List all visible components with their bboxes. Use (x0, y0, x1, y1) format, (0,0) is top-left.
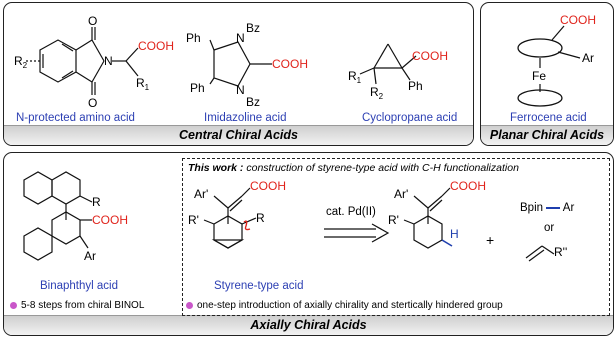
nitrogen-atom: N (104, 54, 113, 68)
r-double-prime-group: R'' (554, 245, 567, 259)
planar-chiral-panel: Planar Chiral Acids (480, 2, 614, 146)
aryl-label: Ar (562, 202, 575, 214)
blue-bond (546, 206, 561, 209)
hydrogen-atom: H (450, 227, 459, 241)
r-group: R (256, 211, 265, 225)
oxygen-atom: O (88, 96, 97, 110)
styrene-acid-label: Styrene-type acid (214, 280, 304, 292)
cooh-group: COOH (272, 57, 308, 71)
benzoyl-group: Bz (246, 21, 260, 35)
r2-atom: R2 (14, 54, 28, 70)
r-group: R (92, 195, 101, 209)
benzoyl-group: Bz (246, 95, 260, 109)
cooh-group: COOH (250, 179, 286, 193)
nitrogen-atom: N (236, 31, 245, 45)
cooh-group: COOH (412, 49, 448, 63)
or-label: or (544, 222, 555, 234)
r-prime-group: R' (388, 213, 399, 227)
product-styrene-structure: Ar' COOH H R' (388, 179, 486, 249)
bpin-aryl-reagent: Bpin Ar (520, 202, 574, 214)
aryl-group: Ar (582, 51, 594, 65)
planar-chiral-title: Planar Chiral Acids (481, 125, 613, 145)
this-work-box (182, 158, 610, 316)
r1-atom: R1 (348, 69, 362, 85)
this-work-header: This work : construction of styrene-type… (188, 162, 519, 174)
reaction-arrow (324, 223, 390, 243)
binaphthyl-note: 5-8 steps from chiral BINOL (10, 300, 144, 311)
binaphthyl-acid-label: Binaphthyl acid (40, 280, 118, 292)
imidazoline-acid-structure: Ph Ph N N Bz Bz COOH (186, 21, 308, 109)
cooh-group: COOH (560, 13, 596, 27)
central-chiral-panel: Central Chiral Acids (3, 2, 474, 146)
cooh-group: COOH (92, 213, 128, 227)
central-chiral-title: Central Chiral Acids (4, 125, 473, 145)
r2-atom: R2 (370, 85, 384, 101)
cooh-group: COOH (450, 179, 486, 193)
plus-sign: + (486, 232, 495, 248)
phenyl-group: Ph (408, 79, 423, 93)
aryl-prime-group: Ar' (394, 187, 408, 201)
r-prime-group: R' (188, 213, 199, 227)
axially-chiral-panel: Axially Chiral Acids (3, 152, 614, 336)
phenyl-group: Ph (190, 81, 205, 95)
aryl-group: Ar (84, 249, 96, 263)
ferrocene-acid-structure: COOH Ar Fe (517, 13, 596, 107)
aryl-prime-group: Ar' (194, 187, 208, 201)
this-work-text: construction of styrene-type acid with C… (246, 162, 519, 174)
catalyst-label: cat. Pd(II) (326, 206, 376, 218)
this-work-note: one-step introduction of axially chirali… (186, 300, 503, 311)
n-protected-amino-acid-label: N-protected amino acid (16, 112, 135, 124)
this-work-prefix: This work : (188, 162, 244, 174)
axially-chiral-title: Axially Chiral Acids (4, 315, 613, 335)
nitrogen-atom: N (236, 83, 245, 97)
iron-atom: Fe (532, 69, 546, 83)
bullet-dot (186, 301, 193, 309)
ferrocene-acid-label: Ferrocene acid (510, 112, 587, 124)
imidazoline-acid-label: Imidazoline acid (204, 112, 287, 124)
alkene-reagent: R'' (525, 245, 567, 262)
cooh-group: COOH (138, 39, 174, 53)
bullet-dot (10, 301, 17, 309)
binaphthyl-acid-structure: R COOH Ar (23, 171, 128, 263)
bpin-label: Bpin (520, 202, 544, 214)
cyclopropane-acid-structure: COOH Ph R1 R2 (348, 43, 448, 101)
cyclopropane-acid-label: Cyclopropane acid (362, 112, 458, 124)
r1-atom: R1 (136, 76, 150, 92)
styrene-acid-structure: Ar' COOH R R' (188, 179, 286, 249)
oxygen-atom: O (88, 14, 97, 28)
phenyl-group: Ph (186, 31, 201, 45)
n-protected-amino-acid-structure: R2 O O N COOH R1 (14, 14, 174, 110)
